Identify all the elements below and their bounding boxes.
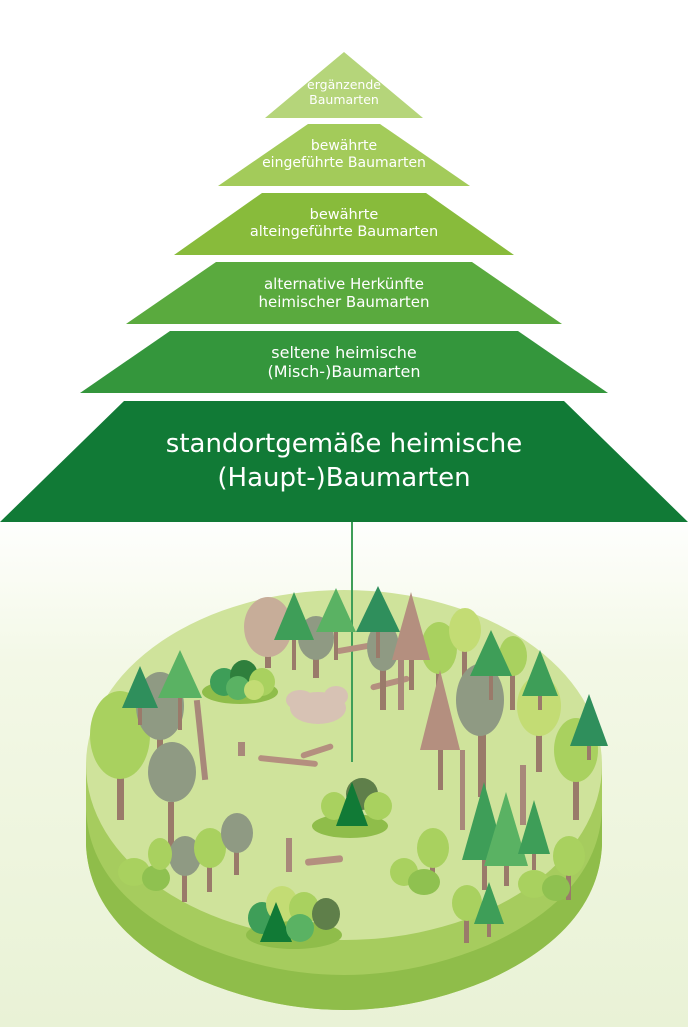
conifer-tree [522, 650, 558, 710]
conifer-trees [122, 586, 608, 937]
conifer-tree [518, 800, 550, 870]
brush-pile [286, 686, 348, 724]
deciduous-tree [221, 813, 253, 875]
deciduous-tree [244, 597, 292, 668]
pyramid-tier-alternative-provenances: alternative Herkünfte heimischer Baumart… [126, 262, 562, 324]
conifer-tree [158, 650, 202, 730]
tier-label-line-2: (Misch-)Baumarten [267, 362, 421, 381]
deciduous-tree [449, 608, 481, 690]
deciduous-tree [367, 623, 399, 710]
deciduous-tree [452, 885, 482, 943]
deciduous-tree [148, 742, 196, 860]
tree-group-bottom [246, 886, 342, 949]
conifer-tree [392, 592, 430, 690]
pyramid-tier-site-appropriate-native-species: standortgemäße heimische (Haupt-)Baumart… [0, 401, 688, 522]
conifer-tree [470, 630, 512, 700]
deciduous-tree [194, 828, 226, 892]
deciduous-tree [90, 691, 150, 820]
conifer-tree [570, 694, 608, 760]
tier-label-line-1: bewährte [310, 138, 378, 155]
island-side-dark [86, 810, 602, 1010]
tier-label-line-1: ergänzende [307, 77, 381, 92]
conifer-tree [274, 592, 314, 670]
bushes [118, 838, 570, 901]
tier-label-line-1: alternative Herkünfte [263, 275, 425, 293]
tier-label-line-1: bewährte [309, 206, 379, 223]
pyramid-tier-proven-long-introduced-species: bewährte alteingeführte Baumarten [174, 193, 514, 255]
tree-stumps [193, 660, 526, 872]
tree-group-upper-left [202, 660, 278, 704]
forest-island-illustration [86, 522, 608, 1010]
conifer-tree [356, 586, 400, 658]
pyramid-tier-proven-introduced-species: bewährte eingeführte Baumarten [218, 124, 470, 186]
tier-label-line-2: heimischer Baumarten [258, 293, 430, 311]
conifer-tree [316, 588, 356, 660]
tier-label-line-1: standortgemäße heimische [165, 428, 523, 459]
pyramid-tier-supplementary-species: ergänzende Baumarten [265, 52, 423, 118]
conifer-tree [122, 666, 158, 725]
conifer-tree [474, 882, 504, 937]
conifer-tree [484, 792, 528, 886]
tier-label-line-2: eingeführte Baumarten [262, 155, 426, 171]
tier-label-line-2: Baumarten [309, 92, 379, 107]
tier-label-line-2: alteingeführte Baumarten [249, 224, 439, 240]
deciduous-tree [169, 836, 201, 902]
tier-label-line-2: (Haupt-)Baumarten [217, 462, 471, 493]
pyramid-tier-rare-native-species: seltene heimische (Misch-)Baumarten [80, 331, 608, 393]
tree-group-center [312, 778, 392, 838]
conifer-tree [420, 670, 460, 790]
tier-label-line-1: seltene heimische [271, 342, 417, 362]
